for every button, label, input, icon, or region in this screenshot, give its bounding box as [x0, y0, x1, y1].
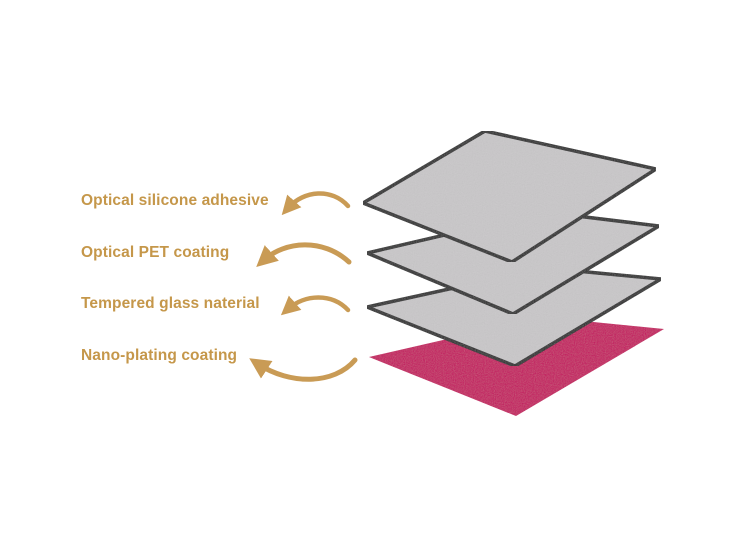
- arrow-to-nano-plating-coating: [249, 357, 358, 382]
- label-tempered-glass-material: Tempered glass naterial: [81, 295, 260, 312]
- arrow-to-optical-pet-coating: [256, 242, 352, 268]
- label-optical-pet-coating: Optical PET coating: [81, 244, 230, 261]
- arrow-to-tempered-glass: [280, 295, 351, 316]
- layer-optical-silicone-adhesive: [359, 129, 661, 264]
- arrow-to-optical-silicone-adhesive: [281, 191, 351, 216]
- label-optical-silicone-adhesive: Optical silicone adhesive: [81, 192, 269, 209]
- label-nano-plating-coating: Nano-plating coating: [81, 347, 238, 364]
